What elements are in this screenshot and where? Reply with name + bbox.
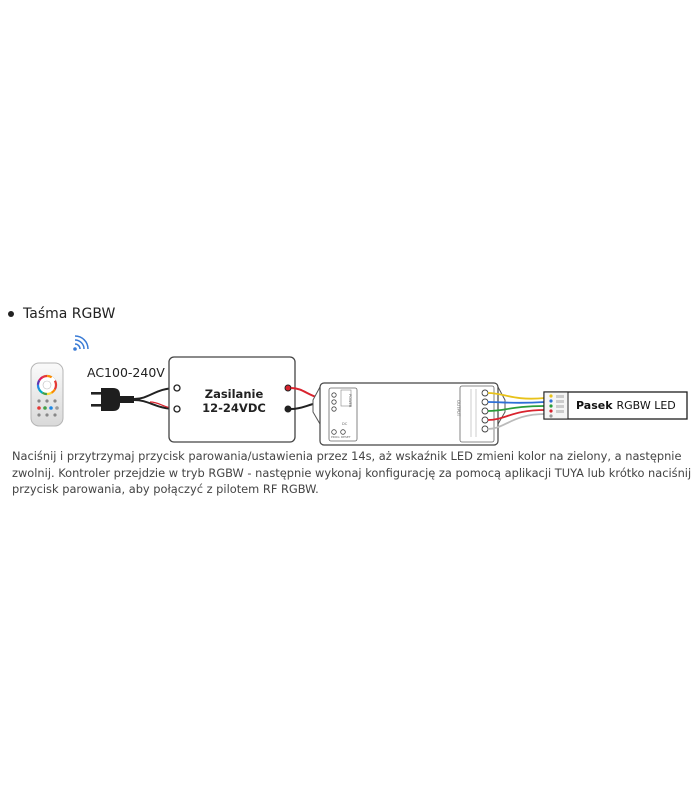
- output-wires: [487, 392, 546, 430]
- controller-output-label: OUTPUT: [456, 400, 461, 417]
- controller-front-label-power: POWER: [348, 394, 352, 408]
- power-supply: Zasilanie 12-24VDC: [168, 356, 296, 443]
- ac-voltage-label: AC100-240V: [87, 365, 165, 380]
- led-strip-label-bold: Pasek: [576, 399, 613, 412]
- led-strip-label: Pasek RGBW LED: [576, 399, 676, 412]
- instructions-paragraph: Naciśnij i przytrzymaj przycisk parowani…: [12, 449, 692, 496]
- wireless-signal-icon: [73, 335, 89, 351]
- bullet-dot: [8, 311, 14, 317]
- section-heading: Taśma RGBW: [8, 306, 115, 322]
- led-strip: Pasek RGBW LED: [543, 391, 688, 420]
- controller-front-label-prog: PROG: [331, 435, 340, 439]
- led-strip-label-rest: RGBW LED: [617, 399, 676, 412]
- controller-front-label-dc: DC: [342, 422, 348, 426]
- controller-front-label-reset: RESET: [341, 435, 351, 439]
- rgbw-controller-icon: DC POWER PROG RESET OUTPUT: [312, 382, 506, 446]
- power-supply-label-line1: Zasilanie: [205, 387, 264, 401]
- rgb-remote-control-icon: [30, 362, 64, 427]
- power-plug-icon: [91, 388, 134, 411]
- heading-text: Taśma RGBW: [23, 306, 116, 322]
- power-supply-label-line2: 12-24VDC: [202, 401, 266, 415]
